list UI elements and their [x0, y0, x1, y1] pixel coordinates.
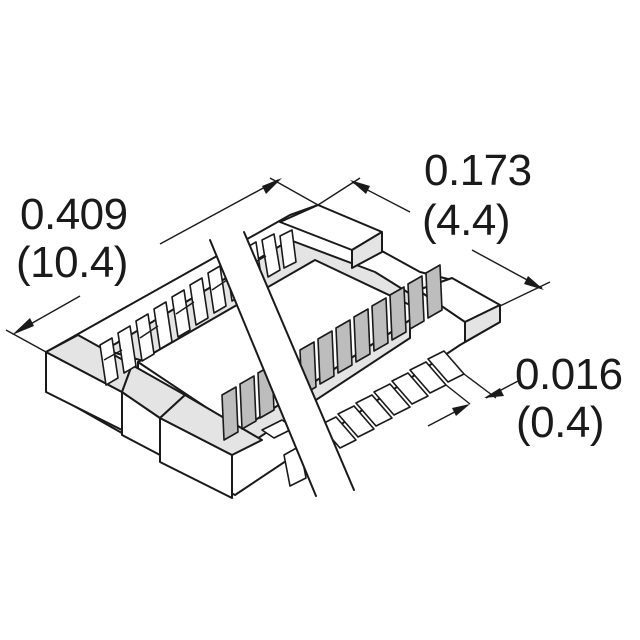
- width-extension-right: [499, 281, 551, 307]
- right-end-side: [464, 304, 501, 343]
- pitch-arrow-right: [484, 388, 504, 398]
- width-dimension: [317, 177, 551, 307]
- length-extension-left: [5, 329, 47, 353]
- front-wall-top-3: [159, 394, 263, 456]
- pitch-inch-label: 0.016: [515, 350, 623, 399]
- width-arrow-bottom: [524, 276, 544, 290]
- width-inch-label: 0.173: [424, 146, 532, 195]
- front-pin-row: [221, 264, 465, 487]
- length-dimension-line-b: [159, 179, 279, 245]
- pitch-dimension: [427, 373, 521, 427]
- width-mm-label: (4.4): [422, 196, 510, 245]
- back-corner-side: [351, 231, 383, 269]
- width-arrow-top: [350, 180, 370, 194]
- pitch-extension-a: [445, 384, 471, 405]
- length-mm-label: (10.4): [16, 238, 128, 287]
- length-arrow-right: [262, 178, 282, 194]
- length-arrow-left: [12, 318, 34, 335]
- length-dimension: [5, 177, 319, 353]
- break-band: [209, 231, 355, 497]
- pitch-mm-label: (0.4): [516, 398, 604, 447]
- length-inch-label: 0.409: [20, 190, 128, 239]
- pitch-arrow-left: [452, 404, 470, 416]
- length-extension-right: [269, 177, 319, 206]
